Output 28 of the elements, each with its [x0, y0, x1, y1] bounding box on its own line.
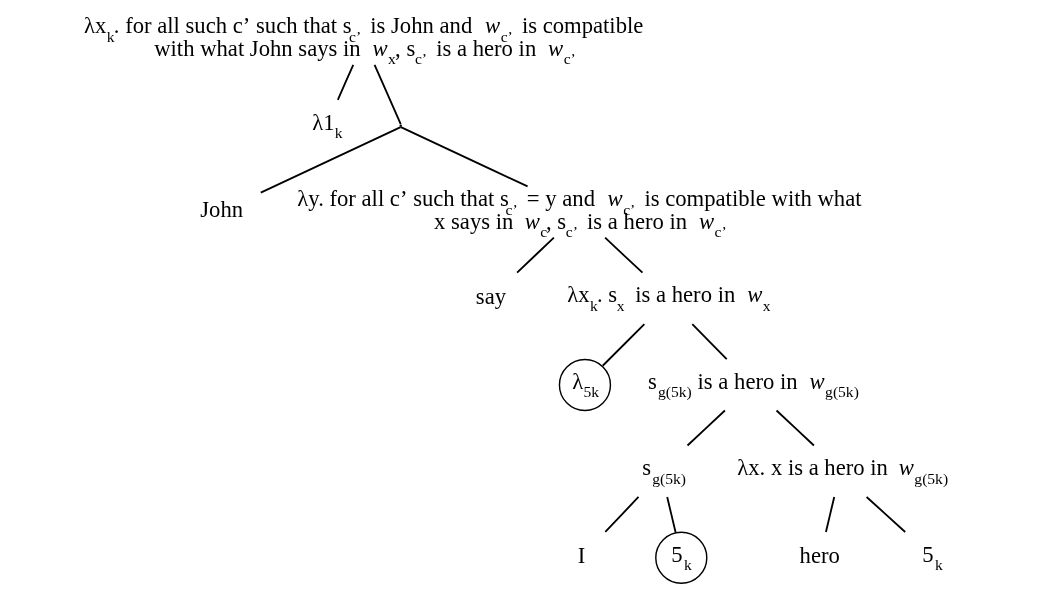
connector — [259, 126, 402, 194]
connector — [686, 409, 726, 447]
connector — [775, 409, 815, 447]
connector — [515, 236, 555, 274]
connector — [665, 496, 677, 534]
node-text: s$_{g(5k)}$ — [641, 455, 686, 487]
node-text: λx$_{k}$. s$_{x}$ is a hero in w$_{x}$ — [566, 282, 771, 314]
node-circle: λ$_{5k}$ — [558, 358, 611, 412]
node-text: λx. x is a hero in w$_{g(5k)}$ — [736, 455, 948, 487]
node-text: say — [475, 283, 506, 309]
connector — [690, 323, 728, 361]
connector — [824, 496, 835, 533]
connector — [336, 63, 354, 101]
node-text: 5$_{k}$ — [921, 541, 943, 574]
connector — [603, 236, 643, 274]
node-text: s$_{g(5k)}$ is a hero in w$_{g(5k)}$ — [647, 368, 859, 401]
connector — [865, 496, 906, 533]
node-text: I — [577, 543, 585, 569]
connector — [601, 323, 645, 367]
connector — [603, 496, 639, 533]
node-point — [399, 124, 402, 127]
node-text: hero — [799, 543, 840, 569]
node-text: λ1$_{k}$ — [311, 109, 343, 142]
connector — [399, 126, 528, 188]
connector — [373, 63, 402, 126]
node-circle: 5$_{k}$ — [654, 531, 707, 584]
node-text: λx$_{k}$. for all such c’ such that s$_{c’}$ is John and w$_{c’}$ is compatible with what John says in w$_{x}$, s$_{c’}$ is a hero in w$_{c’}$ — [83, 13, 643, 68]
node-text: John — [199, 197, 243, 223]
